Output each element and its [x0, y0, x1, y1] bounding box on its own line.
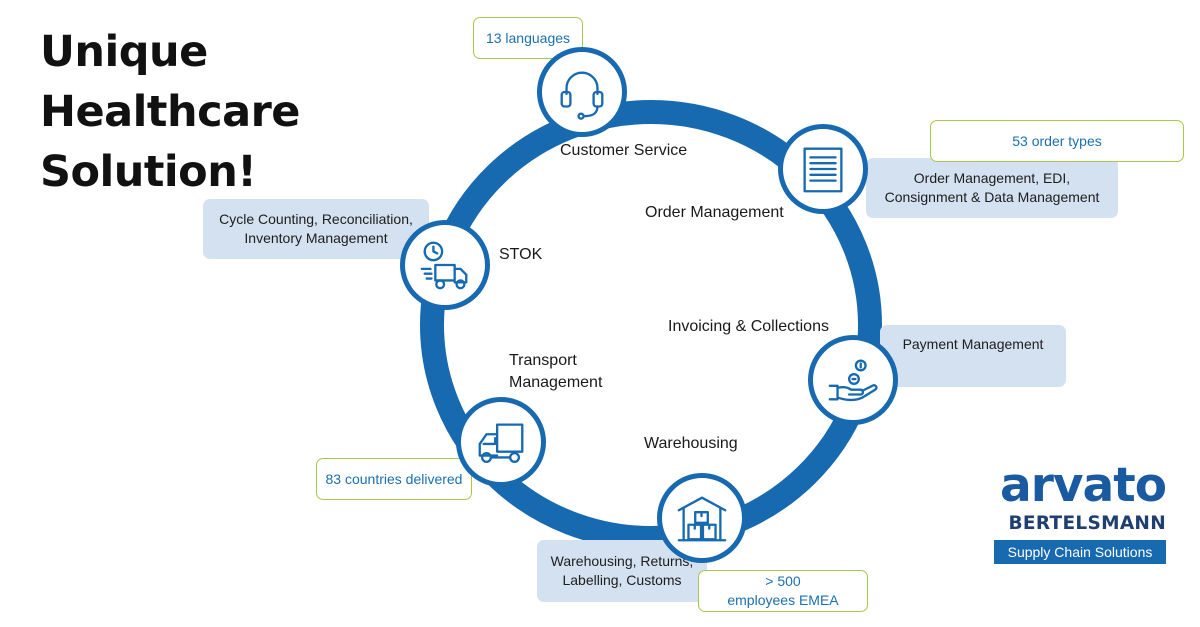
- callout-languages-text: 13 languages: [485, 29, 571, 46]
- callout-payment-management: Payment Management: [880, 325, 1066, 387]
- truck-clock-icon: [420, 241, 468, 290]
- warehouse-icon: [677, 496, 727, 542]
- stage-label-transport-line2: Management: [509, 374, 603, 391]
- page-title: Unique Healthcare Solution!: [40, 22, 300, 202]
- callout-employees-line2: employees EMEA: [727, 592, 839, 608]
- logo-company: BERTELSMANN: [1008, 513, 1166, 534]
- stage-label-transport-line1: Transport: [509, 352, 577, 369]
- node-order-management: [778, 124, 868, 214]
- node-transport: [456, 397, 546, 487]
- callout-order-types: 53 order types: [930, 120, 1184, 162]
- headset-icon: [560, 71, 604, 120]
- callout-payment-text: Payment Management: [902, 336, 1044, 352]
- payment-hand-icon: [828, 359, 878, 402]
- callout-countries-text: 83 countries delivered: [325, 470, 463, 487]
- callout-warehousing-line1: Warehousing, Returns,: [550, 553, 694, 569]
- logo-tagline: Supply Chain Solutions: [994, 540, 1166, 564]
- callout-order-management-line1: Order Management, EDI,: [913, 170, 1071, 186]
- document-icon: [803, 147, 843, 193]
- stage-label-customer-service: Customer Service: [560, 142, 688, 159]
- callout-countries: 83 countries delivered: [316, 458, 472, 500]
- callout-employees-line1: > 500: [765, 573, 801, 589]
- title-line-3: Solution!: [40, 147, 257, 197]
- callout-inventory: Cycle Counting, Reconciliation, Inventor…: [203, 199, 429, 259]
- stage-label-invoicing: Invoicing & Collections: [668, 318, 829, 335]
- callout-warehousing-line2: Labelling, Customs: [562, 572, 682, 588]
- callout-inventory-line1: Cycle Counting, Reconciliation,: [219, 211, 413, 227]
- callout-employees: > 500 employees EMEA: [698, 570, 868, 612]
- callout-order-types-text: 53 order types: [1012, 132, 1102, 149]
- callout-order-management: Order Management, EDI, Consignment & Dat…: [866, 158, 1118, 218]
- logo-wordmark: arvato: [999, 458, 1167, 513]
- stage-label-order-management: Order Management: [645, 204, 784, 221]
- company-logo: arvato BERTELSMANN Supply Chain Solution…: [994, 458, 1167, 564]
- title-line-2: Healthcare: [40, 87, 300, 137]
- ring-track: [420, 100, 882, 550]
- delivery-truck-icon: [478, 423, 524, 463]
- node-stok: [400, 220, 490, 310]
- stage-label-stok: STOK: [499, 246, 543, 263]
- callout-inventory-line2: Inventory Management: [244, 230, 388, 246]
- node-customer-service: [537, 47, 627, 137]
- node-warehousing: [657, 473, 747, 563]
- stage-label-warehousing: Warehousing: [644, 435, 738, 452]
- node-invoicing: [808, 335, 898, 425]
- title-line-1: Unique: [40, 27, 208, 77]
- callout-order-management-line2: Consignment & Data Management: [884, 189, 1100, 205]
- stage-label-transport: Transport Management: [509, 350, 602, 394]
